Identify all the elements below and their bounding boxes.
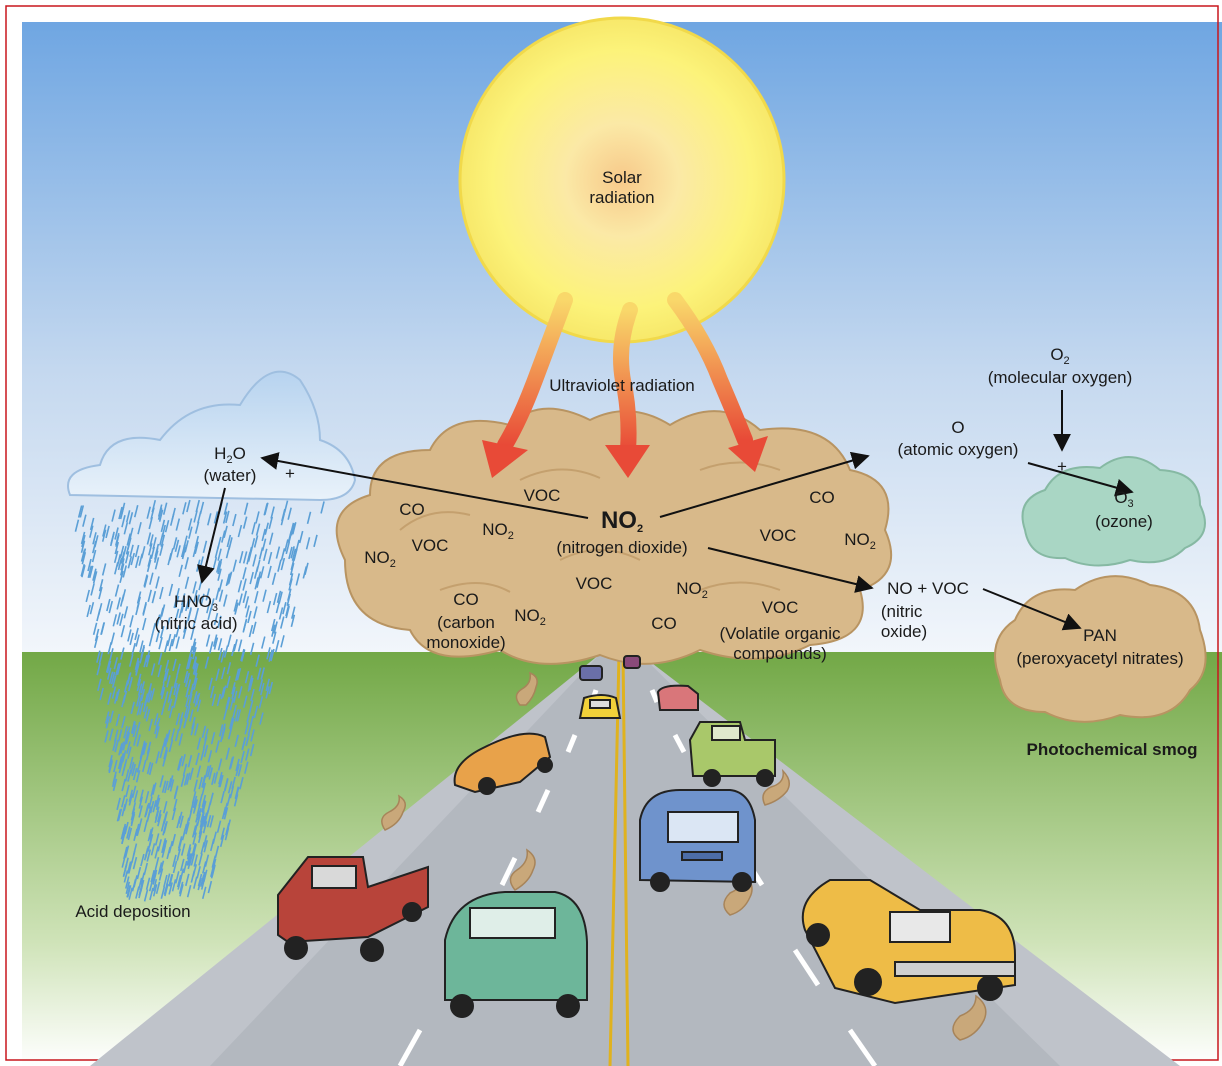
smog-cloud bbox=[335, 407, 893, 665]
suv-blue bbox=[639, 789, 756, 892]
car-far-1 bbox=[579, 665, 603, 681]
atomic-oxygen-formula: O bbox=[951, 418, 965, 437]
photochemical-smog-label: Photochemical smog bbox=[1026, 740, 1198, 759]
cloud-no2-2: NO2 bbox=[364, 548, 396, 570]
cloud-voc-2: VOC bbox=[411, 536, 449, 555]
water-plus-sign: + bbox=[285, 464, 295, 483]
nitric-acid-formula: HNO3 bbox=[174, 592, 218, 614]
car-orange bbox=[453, 732, 553, 795]
atomic-oxygen-name: (atomic oxygen) bbox=[897, 440, 1019, 459]
pan-name: (peroxyacetyl nitrates) bbox=[1016, 649, 1184, 668]
cloud-voc-1: VOC bbox=[523, 486, 561, 505]
cloud-co-1: CO bbox=[399, 500, 425, 519]
no-plus-voc-label: NO + VOC bbox=[887, 579, 969, 598]
uv-arrowheads bbox=[482, 436, 768, 478]
reaction-arrows bbox=[197, 390, 1134, 631]
cars bbox=[277, 655, 1016, 1018]
cloud-voc-4: VOC bbox=[575, 574, 613, 593]
car-red-small bbox=[656, 684, 699, 711]
water-formula: H2O bbox=[214, 444, 246, 466]
molecular-oxygen-formula: O2 bbox=[1050, 345, 1070, 367]
acid-deposition-label: Acid deposition bbox=[75, 902, 191, 921]
cloud-no2-3: NO2 bbox=[844, 530, 876, 552]
pan-cloud bbox=[994, 575, 1207, 723]
ozone-formula: O3 bbox=[1114, 488, 1134, 510]
molecular-oxygen-name: (molecular oxygen) bbox=[987, 368, 1133, 387]
pickup-red bbox=[277, 856, 429, 962]
cloud-no2-1: NO2 bbox=[482, 520, 514, 542]
cloud-no2-4: NO2 bbox=[676, 579, 708, 601]
oxygen-plus-sign: + bbox=[1057, 457, 1067, 476]
cloud-voc-3: VOC bbox=[759, 526, 797, 545]
pickup-green bbox=[688, 721, 776, 787]
car-yellow-small bbox=[578, 694, 622, 719]
rain bbox=[74, 499, 325, 902]
car-yellow-large bbox=[801, 879, 1016, 1005]
nitric-acid-name: (nitric acid) bbox=[154, 614, 238, 633]
pan-formula: PAN bbox=[1083, 626, 1117, 645]
car-far-2 bbox=[623, 655, 641, 669]
ozone-name: (ozone) bbox=[1095, 512, 1153, 531]
water-name: (water) bbox=[203, 466, 257, 485]
cloud-no2-5: NO2 bbox=[514, 606, 546, 628]
car-teal bbox=[444, 891, 588, 1018]
cloud-voc-volatile: VOC bbox=[761, 598, 799, 617]
cloud-co-carbon: CO bbox=[453, 590, 479, 609]
ultraviolet-radiation-label: Ultraviolet radiation bbox=[549, 376, 695, 395]
cloud-co-2: CO bbox=[809, 488, 835, 507]
ozone-cloud bbox=[1021, 456, 1206, 567]
nitrogen-dioxide-name: (nitrogen dioxide) bbox=[556, 538, 688, 557]
uv-rays bbox=[497, 292, 753, 458]
cloud-co-3: CO bbox=[651, 614, 677, 633]
nitrogen-dioxide-formula: NO2 bbox=[600, 507, 644, 535]
